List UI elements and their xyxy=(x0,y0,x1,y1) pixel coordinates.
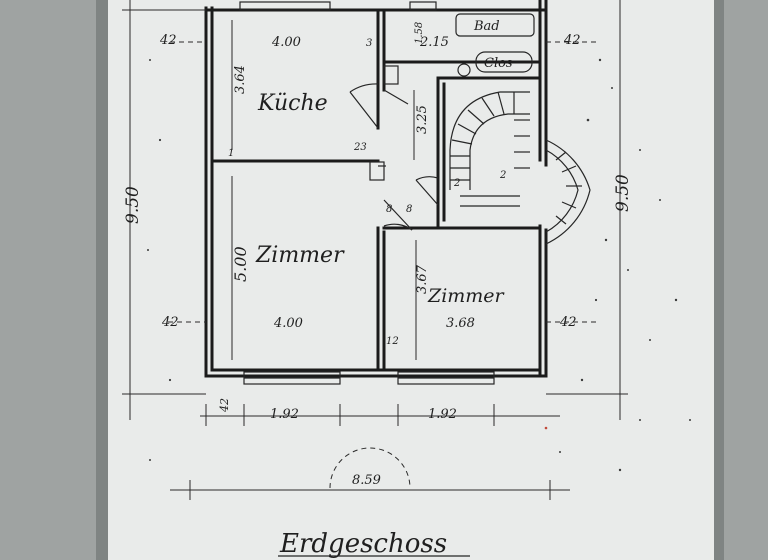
dim-window-left: 1.92 xyxy=(270,407,299,422)
dim-total-width: 8.59 xyxy=(352,473,381,488)
dim-note-hall-door-right: 8 xyxy=(406,204,412,215)
dim-wall-mid-right: 42 xyxy=(559,315,577,330)
scan-noise xyxy=(147,58,691,472)
dim-note-kitchen-left: 1 xyxy=(228,148,234,159)
dim-wall-top-left: 42 xyxy=(159,33,177,48)
room-label-kitchen: Küche xyxy=(257,91,328,116)
room-label-wc: Clos xyxy=(484,56,513,71)
dim-kitchen-width: 4.00 xyxy=(271,35,301,50)
dim-window-right: 1.92 xyxy=(428,407,457,422)
dim-note-small-b: 2 xyxy=(453,178,460,189)
inner-walls xyxy=(210,10,542,372)
dim-hall-depth: 3.25 xyxy=(415,105,430,134)
room-label-bath: Bad xyxy=(473,19,500,34)
dim-bath-depth: 1.58 xyxy=(414,22,425,44)
dim-right-room-width: 3.68 xyxy=(446,316,475,331)
dimension-lines xyxy=(122,0,628,500)
dim-left-room-width: 4.00 xyxy=(273,316,303,331)
dim-wall-bottom-left: 42 xyxy=(218,398,231,413)
dim-height-right: 9.50 xyxy=(613,174,633,212)
room-label-right: Zimmer xyxy=(427,285,506,307)
dim-wall-top-right: 42 xyxy=(563,33,581,48)
dim-note-stair: 2 xyxy=(499,170,506,181)
paper-sheet xyxy=(108,0,714,560)
doors xyxy=(349,83,439,231)
dim-left-room-depth: 5.00 xyxy=(231,246,250,282)
dim-note-kitchen-right: 23 xyxy=(353,142,367,153)
dim-kitchen-depth: 3.64 xyxy=(233,65,248,94)
windows xyxy=(243,371,495,385)
dim-note-hall-door-left: 8 xyxy=(386,204,392,215)
dim-wall-inner: 12 xyxy=(386,336,399,347)
bath-fixtures xyxy=(239,1,535,77)
room-label-left: Zimmer xyxy=(255,243,345,268)
dim-wall-mid-left: 42 xyxy=(161,315,179,330)
dim-height-left: 9.50 xyxy=(123,186,143,224)
dim-bath-width: 2.15 xyxy=(419,35,449,50)
plan-title: Erdgeschoss xyxy=(279,529,447,559)
staircase xyxy=(449,91,591,245)
dim-note-small-a: 3 xyxy=(366,38,372,49)
dim-right-room-depth: 3.67 xyxy=(415,264,430,294)
